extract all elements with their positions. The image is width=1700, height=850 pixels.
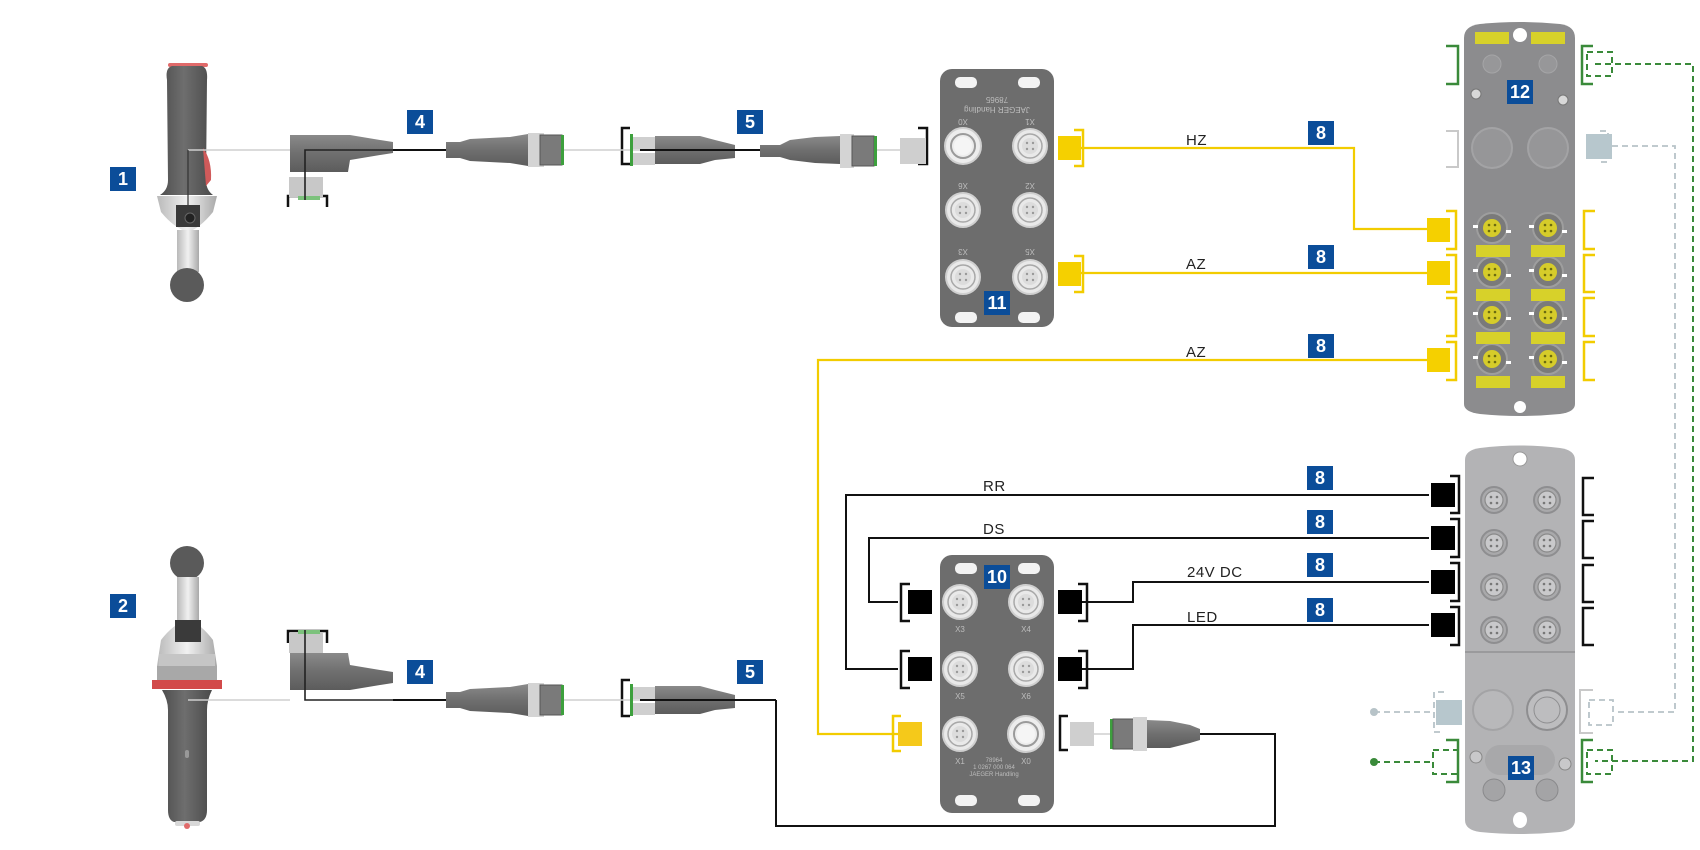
- box11-port-x0: X0: [958, 117, 968, 126]
- yellow-wires: [816, 146, 1429, 736]
- box10-port-x5: X5: [955, 692, 965, 701]
- extension-cable-5-top[interactable]: [630, 134, 926, 168]
- wire-badge-led: 8: [1307, 598, 1333, 622]
- wire-label-ds: DS: [983, 521, 1005, 538]
- component-badge-5-top: 5: [737, 110, 763, 134]
- black-wires: [775, 494, 1429, 827]
- box10-brand: JAEGER Handling: [969, 772, 1018, 778]
- wire-badge-24v-dc: 8: [1307, 553, 1333, 577]
- power-dashed-line: [1374, 130, 1676, 733]
- power-connector-13: [1436, 700, 1462, 725]
- yellow-connectors: [898, 136, 1450, 746]
- box10-port-x3: X3: [955, 625, 965, 634]
- box10-port-x6: X6: [1021, 692, 1031, 701]
- component-badge-12: 12: [1507, 80, 1533, 104]
- ground-brackets: [1446, 44, 1593, 784]
- black-connectors: [908, 483, 1455, 681]
- power-terminal-dot: [1370, 708, 1378, 716]
- component-badge-10: 10: [984, 565, 1010, 589]
- extension-cable-5-bottom[interactable]: [630, 684, 1200, 751]
- component-badge-4-top: 4: [407, 110, 433, 134]
- wire-label-az-2: AZ: [1186, 344, 1207, 361]
- component-badge-2: 2: [110, 594, 136, 618]
- io-module-12[interactable]: [1464, 22, 1575, 416]
- ground-dashed-line: [1374, 51, 1694, 775]
- handle-2[interactable]: [152, 546, 290, 829]
- power-connector-12: [1586, 134, 1612, 159]
- wire-label-24v-dc: 24V DC: [1187, 564, 1243, 581]
- handle-1[interactable]: [157, 63, 290, 302]
- power-brackets: [1446, 130, 1593, 734]
- black-brackets: [286, 126, 1594, 752]
- yellow-brackets: [891, 128, 1595, 753]
- angled-cable-4-bottom[interactable]: [289, 630, 640, 717]
- box11-port-x5: X5: [1025, 247, 1035, 256]
- ground-terminal-dot: [1370, 758, 1378, 766]
- box11-brand: JAEGER Handling: [964, 105, 1030, 114]
- wire-badge-rr: 8: [1307, 466, 1333, 490]
- box10-port-x0: X0: [1021, 757, 1031, 766]
- wire-label-led: LED: [1187, 609, 1218, 626]
- box11-port-x1: X1: [1025, 117, 1035, 126]
- component-badge-13: 13: [1508, 756, 1534, 780]
- wire-badge-hz: 8: [1308, 121, 1334, 145]
- box10-port-x4: X4: [1021, 625, 1031, 634]
- box10-part-number: 1 0267 000 064: [973, 765, 1015, 771]
- box10-part: 78964: [986, 758, 1003, 764]
- box10-port-x1: X1: [955, 757, 965, 766]
- io-module-13[interactable]: [1465, 445, 1575, 835]
- wire-label-rr: RR: [983, 478, 1006, 495]
- distributor-box-10[interactable]: X3 X4 X5 X6 X1 X0 78964 1 0267 000 064 J…: [940, 555, 1054, 813]
- wire-badge-az-2: 8: [1308, 334, 1334, 358]
- wire-badge-ds: 8: [1307, 510, 1333, 534]
- wire-label-az-1: AZ: [1186, 256, 1207, 273]
- box11-port-x2: X2: [1025, 181, 1035, 190]
- distributor-box-11[interactable]: JAEGER Handling 78965 X0 X1 X6 X2 X3 X5: [940, 69, 1054, 327]
- angled-cable-4-top[interactable]: [289, 133, 640, 200]
- box11-port-x6: X6: [958, 181, 968, 190]
- wire-badge-az-1: 8: [1308, 245, 1334, 269]
- wire-label-hz: HZ: [1186, 132, 1207, 149]
- box11-part: 78965: [985, 95, 1008, 104]
- component-badge-1: 1: [110, 167, 136, 191]
- box11-port-x3: X3: [958, 247, 968, 256]
- component-badge-11: 11: [984, 291, 1010, 315]
- component-badge-4-bottom: 4: [407, 660, 433, 684]
- component-badge-5-bottom: 5: [737, 660, 763, 684]
